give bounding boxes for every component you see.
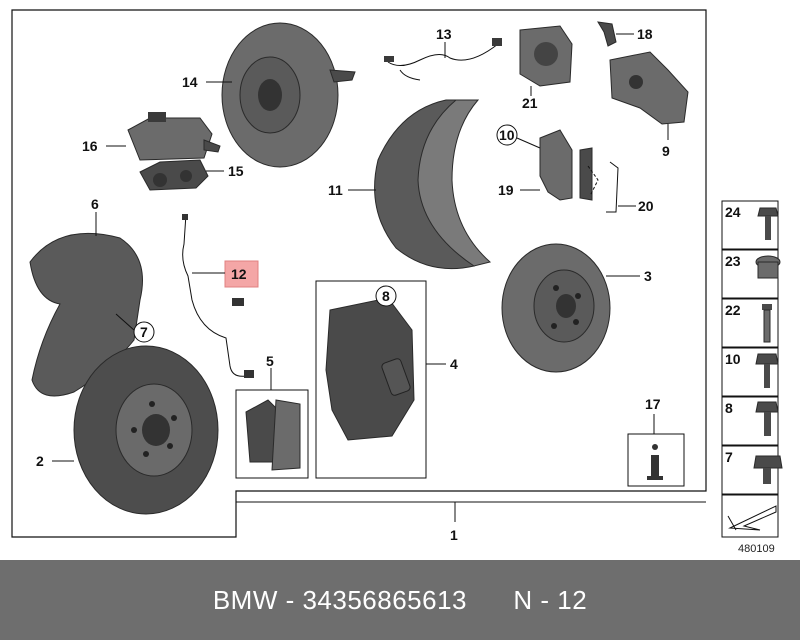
bolt-24-icon[interactable] <box>757 207 779 240</box>
sidebar-item-24: 24 <box>725 204 741 220</box>
bolt-7-icon[interactable] <box>753 455 783 484</box>
sidebar-item-7: 7 <box>725 449 733 465</box>
fastener-sidebar: 24 23 22 10 8 7 <box>721 200 783 538</box>
rear-brake-disc-part[interactable] <box>501 243 611 373</box>
pin-22-icon[interactable] <box>762 304 772 343</box>
callout-16: 16 <box>82 138 98 154</box>
main-frame <box>11 9 707 538</box>
callout-19: 19 <box>498 182 514 198</box>
callout-12-highlighted: 12 <box>231 266 247 282</box>
callout-9: 9 <box>662 143 670 159</box>
callout-13: 13 <box>436 26 452 42</box>
protection-plate-part[interactable] <box>374 99 492 270</box>
bolt-8-icon[interactable] <box>755 401 779 436</box>
sidebar-item-22: 22 <box>725 302 741 318</box>
info-icon[interactable] <box>627 433 685 487</box>
sidebar-item-10: 10 <box>725 351 741 367</box>
callout-20: 20 <box>638 198 654 214</box>
parts-diagram: 14 16 15 13 21 18 9 <box>11 9 783 555</box>
reference-number: 480109 <box>738 543 775 555</box>
sidebar-item-8: 8 <box>725 400 733 416</box>
caliper-carrier-rear-part[interactable] <box>609 51 689 125</box>
brake-booster-part[interactable] <box>221 22 356 168</box>
brake-fluid-reservoir-part[interactable] <box>127 112 221 161</box>
callout-1: 1 <box>450 527 458 543</box>
callout-7-circled: 7 <box>140 324 148 340</box>
arrow-icon <box>727 505 777 531</box>
highlight-box <box>224 260 259 288</box>
callout-10-circled: 10 <box>499 127 515 143</box>
caliper-carrier-part[interactable] <box>539 129 593 201</box>
wear-sensor-rear-part[interactable] <box>384 38 502 81</box>
front-caliper-group[interactable] <box>315 280 427 479</box>
callout-2: 2 <box>36 453 44 469</box>
callout-17: 17 <box>645 396 661 412</box>
part-number-text: BMW - 34356865613 N - 12 <box>212 584 588 615</box>
anti-rattle-spring-part[interactable] <box>587 161 619 213</box>
front-brake-disc-part[interactable] <box>73 345 219 515</box>
callout-18: 18 <box>637 26 653 42</box>
bolt-10-icon[interactable] <box>755 353 779 388</box>
callout-6: 6 <box>91 196 99 212</box>
master-cylinder-part[interactable] <box>139 159 209 191</box>
callout-4: 4 <box>450 356 458 372</box>
front-wear-sensor-part[interactable] <box>182 213 254 378</box>
cap-23-icon[interactable] <box>755 255 781 279</box>
part-number-footer: BMW - 34356865613 N - 12 <box>0 560 800 640</box>
spring-clip-part[interactable] <box>597 21 617 47</box>
brake-pads-group[interactable] <box>235 368 309 479</box>
callout-11: 11 <box>328 182 343 198</box>
callout-21: 21 <box>522 95 538 111</box>
callout-14: 14 <box>182 74 198 90</box>
rear-caliper-part[interactable] <box>519 25 573 87</box>
callout-8-circled: 8 <box>382 288 390 304</box>
callout-15: 15 <box>228 163 244 179</box>
callout-3: 3 <box>644 268 652 284</box>
callout-5: 5 <box>266 353 274 369</box>
sidebar-item-23: 23 <box>725 253 741 269</box>
